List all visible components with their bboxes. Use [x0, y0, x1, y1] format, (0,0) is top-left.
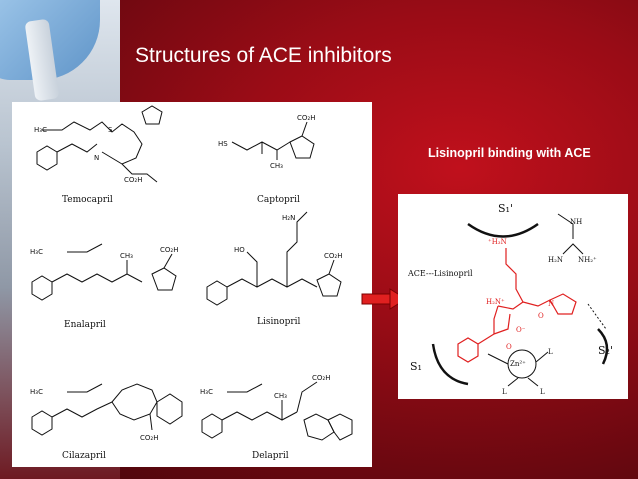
binding-subtitle: Lisinopril binding with ACE	[428, 146, 591, 160]
atom-label-h2n: H₂N	[548, 256, 563, 264]
compound-name-cilazapril: Cilazapril	[62, 451, 106, 461]
compound-name-enalapril: Enalapril	[64, 320, 106, 330]
compound-name-temocapril: Temocapril	[62, 195, 113, 205]
delapril-structure	[201, 381, 353, 441]
atom-label-co2h: CO₂H	[160, 246, 178, 254]
enalapril-structure	[31, 243, 177, 301]
slide-title: Structures of ACE inhibitors	[135, 44, 392, 67]
atom-label-h3c: H₃C	[30, 248, 43, 256]
atom-label-ch3: CH₃	[120, 252, 133, 260]
atom-label-co2h: CO₂H	[140, 434, 158, 442]
atom-label-h3c: H₃C	[34, 126, 47, 134]
cilazapril-structure	[31, 383, 183, 436]
binding-diagram: S₁' S₁ S₂' ACE---Lisinopril Zn²⁺ L L L N…	[407, 202, 613, 396]
atom-label-ho: HO	[234, 246, 245, 254]
atom-labels: H₃C CO₂H S N HS CO₂H CH₃ H₃C CH₃ CO₂H H₂…	[30, 114, 342, 442]
atom-label-h3c: H₃C	[200, 388, 213, 396]
binding-panel: S₁' S₁ S₂' ACE---Lisinopril Zn²⁺ L L L N…	[398, 194, 628, 399]
complex-label: ACE---Lisinopril	[407, 269, 473, 278]
ligand-label-l: L	[548, 348, 553, 356]
atom-label-n: N	[94, 154, 99, 162]
compound-name-delapril: Delapril	[252, 451, 289, 461]
atom-label-nh: NH	[570, 218, 582, 226]
atom-label-h3c: H₃C	[30, 388, 43, 396]
atom-label-hs: HS	[218, 140, 228, 148]
structures-drawing: H₃C CO₂H S N HS CO₂H CH₃ H₃C CH₃ CO₂H H₂…	[30, 105, 353, 461]
compound-name-captopril: Captopril	[257, 195, 300, 205]
pocket-label-s2p: S₂'	[598, 344, 613, 357]
atom-label-co2h: CO₂H	[312, 374, 330, 382]
pocket-label-s1p: S₁'	[498, 202, 513, 215]
atom-label-h2n: H₂N	[282, 214, 295, 222]
atom-label-o: O	[538, 312, 544, 320]
compound-name-lisinopril: Lisinopril	[257, 317, 301, 327]
atom-label-n: N	[548, 300, 554, 308]
atom-label-o-minus: O⁻	[516, 326, 526, 334]
zinc-label: Zn²⁺	[510, 360, 526, 368]
atom-label-s: S	[108, 126, 113, 134]
atom-label-o: O	[506, 343, 512, 351]
atom-label-ch3: CH₃	[270, 162, 283, 170]
atom-label-h3n: ⁺H₃N	[488, 238, 507, 246]
pocket-label-s1: S₁	[410, 360, 422, 373]
atom-label-co2h: CO₂H	[297, 114, 315, 122]
ligand-label-l: L	[502, 388, 507, 396]
atom-label-co2h: CO₂H	[124, 176, 142, 184]
atom-label-h2n-chain: H₂N⁺	[486, 298, 505, 306]
temocapril-structure	[36, 105, 163, 183]
atom-label-co2h: CO₂H	[324, 252, 342, 260]
ligand-label-l: L	[540, 388, 545, 396]
structures-panel: H₃C CO₂H S N HS CO₂H CH₃ H₃C CH₃ CO₂H H₂…	[12, 102, 372, 467]
atom-label-nh2: NH₂⁺	[578, 256, 597, 264]
captopril-structure	[231, 121, 315, 160]
lisinopril-structure	[206, 211, 342, 306]
atom-label-ch3: CH₃	[274, 392, 287, 400]
